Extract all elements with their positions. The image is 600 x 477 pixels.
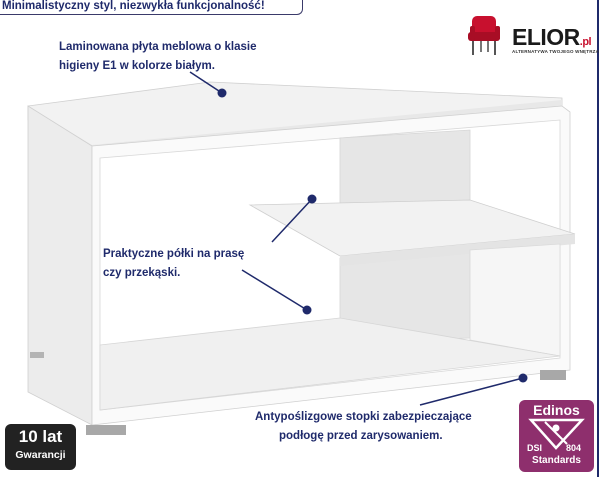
callout-shelves: Praktyczne półki na prasę czy przekąski. [103, 245, 244, 283]
callout-shelves-line2: czy przekąski. [103, 267, 181, 279]
brand-name-main: ELIOR [512, 24, 580, 50]
callout-feet-line2: podłogę przed zarysowaniem. [279, 430, 443, 442]
certificate-code: 804 [566, 443, 582, 453]
callout-dot-feet [518, 373, 528, 383]
callout-laminate-line2: higieny E1 w kolorze białym. [59, 60, 215, 72]
callout-shelves-line1: Praktyczne półki na prasę [103, 248, 245, 260]
callout-laminate: Laminowana płyta meblowa o klasie higien… [59, 38, 256, 76]
middle-shelf-edge [340, 234, 575, 266]
warranty-badge: 10 lat Gwarancji [5, 424, 76, 470]
callout-feet: Antypoślizgowe stopki zabezpieczające po… [255, 408, 472, 446]
warranty-label: Gwarancji [15, 449, 66, 461]
certificate-name: Edinos [533, 402, 580, 418]
callout-dot-shelf [307, 194, 317, 204]
callout-dot-shelf-lower [302, 305, 312, 315]
foot-front-right [540, 370, 566, 380]
foot-back-left [30, 352, 44, 358]
red-chair-icon [468, 16, 500, 55]
callout-laminate-line1: Laminowana płyta meblowa o klasie [59, 41, 257, 53]
edinos-certificate-badge: Edinos DSI 804 Standards [519, 400, 594, 472]
brand-name: ELIOR.pl [512, 24, 592, 51]
brand-tagline: ALTERNATYWA TWOJEGO WNĘTRZA [512, 49, 600, 54]
callout-dot-top [217, 88, 227, 98]
frame-right-line [597, 0, 599, 477]
warranty-years: 10 lat [18, 427, 63, 446]
left-side-panel [27, 105, 93, 426]
certificate-dsi: DSI [527, 443, 543, 453]
brand-name-suffix: .pl [579, 36, 592, 48]
header-tagline: Minimalistyczny styl, niezwykła funkcjon… [2, 0, 265, 12]
header-banner: Minimalistyczny styl, niezwykła funkcjon… [0, 0, 303, 15]
right-compartment [469, 243, 561, 357]
certificate-emblem-icon [528, 418, 585, 450]
certificate-standards: Standards [532, 455, 581, 466]
foot-front-left [86, 425, 126, 435]
bottom-shelf [99, 317, 561, 411]
callout-feet-line1: Antypoślizgowe stopki zabezpieczające [255, 411, 472, 423]
brand-logo: ELIOR.pl ALTERNATYWA TWOJEGO WNĘTRZA [462, 12, 600, 60]
